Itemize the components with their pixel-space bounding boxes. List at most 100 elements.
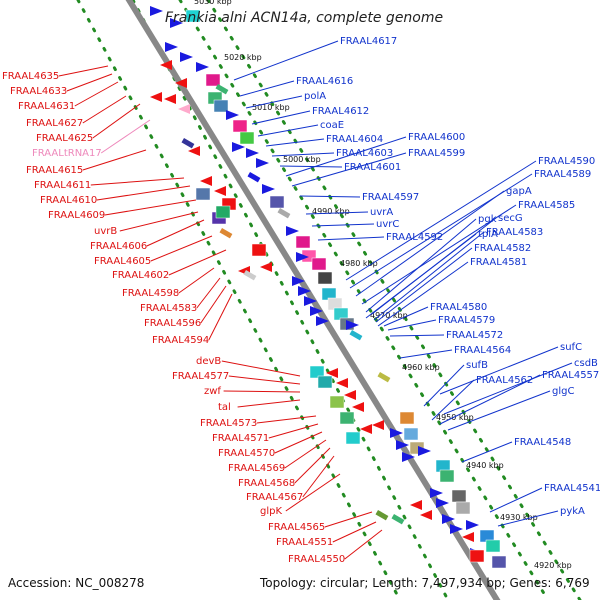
gene-label: FRAAL4585 xyxy=(518,200,575,211)
gene-block xyxy=(232,119,248,133)
gene-leader-line xyxy=(119,211,199,232)
gene-block xyxy=(455,501,471,515)
gene-block xyxy=(309,365,325,379)
gene-leader-line xyxy=(443,362,573,415)
gene-label: FRAAL4589 xyxy=(534,169,591,180)
kbp-tick-label: 4920 kbp xyxy=(534,561,572,570)
gene-leader-line xyxy=(285,136,407,177)
gene-arrow-reverse xyxy=(336,378,348,388)
gene-label: FRAAL4572 xyxy=(446,330,503,341)
gene-leader-line xyxy=(58,65,109,77)
gene-block xyxy=(311,257,327,271)
gene-bar xyxy=(243,270,257,281)
gene-leader-line xyxy=(299,195,361,198)
gene-leader-line xyxy=(90,177,185,186)
gene-label: glpK xyxy=(260,506,282,517)
gene-label: FRAAL4541 xyxy=(544,483,600,494)
gene-leader-line xyxy=(365,233,477,319)
gene-arrow-forward xyxy=(150,6,163,16)
gene-label: FRAAL4582 xyxy=(474,243,531,254)
gene-arrow-forward xyxy=(436,498,449,508)
gene-leader-line xyxy=(233,40,339,81)
gene-arrow-reverse xyxy=(260,262,272,272)
gene-arrow-forward xyxy=(170,18,183,28)
dotted-track-line xyxy=(206,0,582,600)
gene-label: FRAAL4570 xyxy=(218,448,275,459)
gene-label: FRAAL4573 xyxy=(200,418,257,429)
gene-leader-line xyxy=(332,521,377,543)
gene-label: sufC xyxy=(560,342,582,353)
gene-label: FRAAL4611 xyxy=(34,180,91,191)
gene-block xyxy=(251,243,267,257)
gene-leader-line xyxy=(82,149,147,171)
gene-leader-line xyxy=(399,349,453,359)
gene-arrow-forward xyxy=(450,524,463,534)
gene-block xyxy=(295,235,311,249)
gene-label: FRAAL4612 xyxy=(312,106,369,117)
gene-label: csdB xyxy=(574,358,598,369)
dotted-track-line xyxy=(178,0,550,600)
gene-label: FRAAL4610 xyxy=(40,195,97,206)
gene-bar xyxy=(375,510,389,521)
gene-label: FRAAL4616 xyxy=(296,76,353,87)
gene-arrow-forward xyxy=(296,252,309,262)
gene-label: FRAAL4579 xyxy=(438,315,495,326)
gene-block xyxy=(185,9,201,23)
gene-label: pykA xyxy=(560,506,585,517)
gene-leader-line xyxy=(100,119,151,154)
gene-leader-line xyxy=(373,231,485,321)
gene-label: FRAAL4562 xyxy=(476,375,533,386)
gene-label: FRAAL4577 xyxy=(172,371,229,382)
gene-leader-line xyxy=(257,124,319,137)
gene-label: glgC xyxy=(552,386,574,397)
gene-bar xyxy=(391,514,405,525)
gene-block xyxy=(345,431,361,445)
gene-leader-line xyxy=(168,249,227,276)
gene-leader-line xyxy=(92,103,141,139)
gene-block xyxy=(213,99,229,113)
gene-arrow-forward xyxy=(180,52,193,62)
gene-block xyxy=(469,549,485,563)
kbp-tick-label: 4960 kbp xyxy=(402,363,440,372)
gene-arrow-reverse xyxy=(175,78,187,88)
gene-label: FRAAL4603 xyxy=(336,148,393,159)
gene-block xyxy=(269,195,285,209)
gene-leader-line xyxy=(284,439,327,469)
kbp-tick-label: 4930 kbp xyxy=(500,513,538,522)
gene-leader-line xyxy=(311,223,375,227)
gene-leader-line xyxy=(447,390,551,431)
gene-arrow-forward xyxy=(256,158,269,168)
gene-leader-line xyxy=(268,423,319,439)
kbp-tick-label: 4990 kbp xyxy=(312,207,350,216)
gene-label: sufB xyxy=(466,360,488,371)
gene-label: tal xyxy=(218,402,231,413)
gene-label: coaE xyxy=(320,120,344,131)
kbp-tick-label: 5010 kbp xyxy=(252,103,290,112)
gene-label: FRAAL4569 xyxy=(228,463,285,474)
gene-arrow-forward xyxy=(298,286,311,296)
gene-arrow-forward xyxy=(286,226,299,236)
gene-leader-line xyxy=(96,185,191,201)
gene-leader-line xyxy=(344,529,383,560)
gene-leader-line xyxy=(237,399,301,408)
track-dots xyxy=(76,0,582,600)
gene-bar xyxy=(247,172,261,183)
gene-leader-line xyxy=(365,218,477,313)
gene-arrow-reverse xyxy=(214,186,226,196)
gene-leader-line xyxy=(439,374,541,425)
gene-leader-line xyxy=(251,110,311,125)
gene-block xyxy=(195,187,211,201)
gene-leader-line xyxy=(223,390,301,393)
gene-label: FRAAL4605 xyxy=(94,256,151,267)
kbp-tick-label: 4940 kbp xyxy=(466,461,504,470)
gene-label: FRAAL4551 xyxy=(276,537,333,548)
gene-leader-line xyxy=(387,319,437,331)
gene-arrow-reverse xyxy=(372,420,384,430)
gene-label: FRAAL4565 xyxy=(268,522,325,533)
right-gene-labels: FRAAL4617FRAAL4616polAFRAAL4612coaEFRAAL… xyxy=(233,36,600,527)
gene-leader-line xyxy=(377,261,469,327)
gene-leader-line xyxy=(221,360,301,377)
kbp-tick-label: 4980 kbp xyxy=(340,259,378,268)
gene-bar xyxy=(277,208,291,219)
